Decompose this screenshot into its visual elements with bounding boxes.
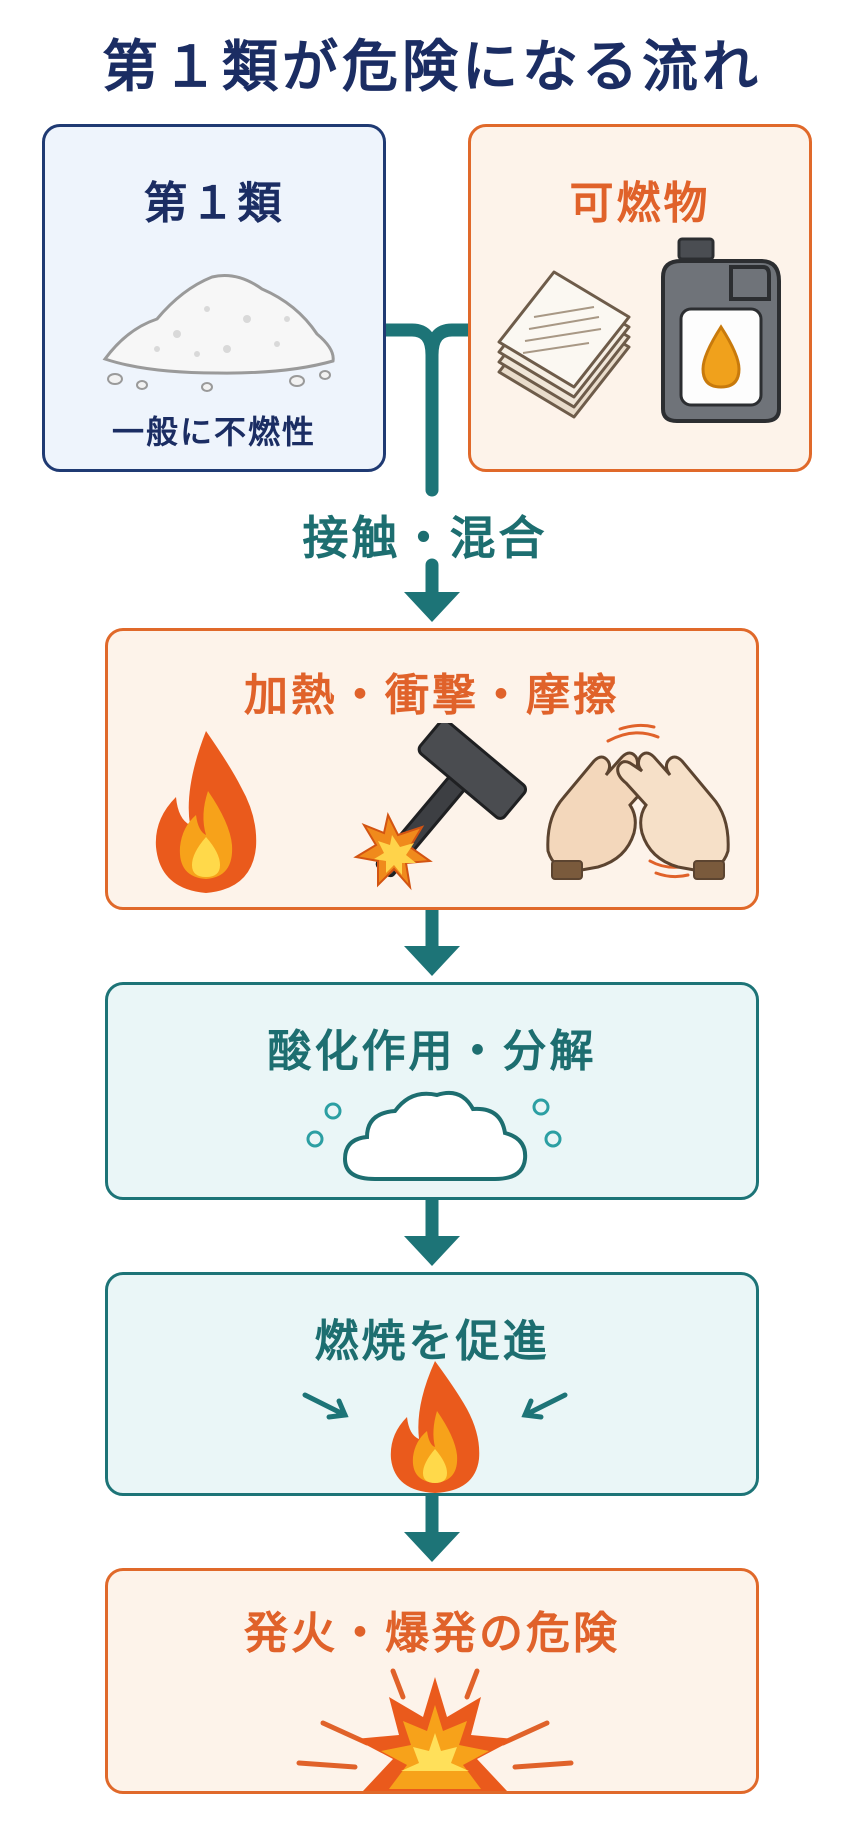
arrow-head-3 bbox=[404, 1236, 460, 1266]
class1-title: 第１類 bbox=[143, 178, 285, 229]
contact-mix-label: 接触・混合 bbox=[302, 511, 548, 565]
heat-impact-friction-title: 加熱・衝撃・摩擦 bbox=[244, 670, 620, 721]
ignition-explosion-title: 発火・爆発の危険 bbox=[244, 1608, 620, 1659]
paper-stack-icon bbox=[497, 270, 631, 419]
combustible-title: 可燃物 bbox=[569, 178, 711, 229]
promote-combustion-title: 燃焼を促進 bbox=[314, 1316, 550, 1367]
arrow-head-1 bbox=[404, 592, 460, 622]
class1-note: 一般に不燃性 bbox=[111, 413, 316, 451]
oxidation-decomposition-box: 酸化作用・分解 bbox=[105, 982, 759, 1200]
gas-cloud-icon bbox=[306, 1090, 562, 1181]
promote-combustion-box: 燃焼を促進 bbox=[105, 1272, 759, 1496]
oil-canister-icon bbox=[661, 237, 781, 423]
explosion-burst-icon bbox=[296, 1668, 574, 1791]
white-powder-pile-icon bbox=[102, 274, 335, 392]
flame-icon bbox=[155, 731, 257, 893]
arrow-head-4 bbox=[404, 1532, 460, 1562]
flame-with-arrows-icon bbox=[302, 1361, 568, 1493]
ignition-explosion-box: 発火・爆発の危険 bbox=[105, 1568, 759, 1794]
arrow-head-2 bbox=[404, 946, 460, 976]
oxidation-decomposition-title: 酸化作用・分解 bbox=[267, 1026, 597, 1077]
merge-connector-left bbox=[377, 323, 439, 497]
page-title: 第１類が危険になる流れ bbox=[102, 35, 762, 100]
class1-box: 第１類 一般に不燃性 bbox=[42, 124, 386, 472]
merge-connector-right bbox=[425, 323, 477, 362]
hammer-impact-icon bbox=[353, 723, 528, 891]
heat-impact-friction-box: 加熱・衝撃・摩擦 bbox=[105, 628, 759, 910]
rubbing-hands-icon bbox=[546, 723, 730, 880]
combustible-box: 可燃物 bbox=[468, 124, 812, 472]
